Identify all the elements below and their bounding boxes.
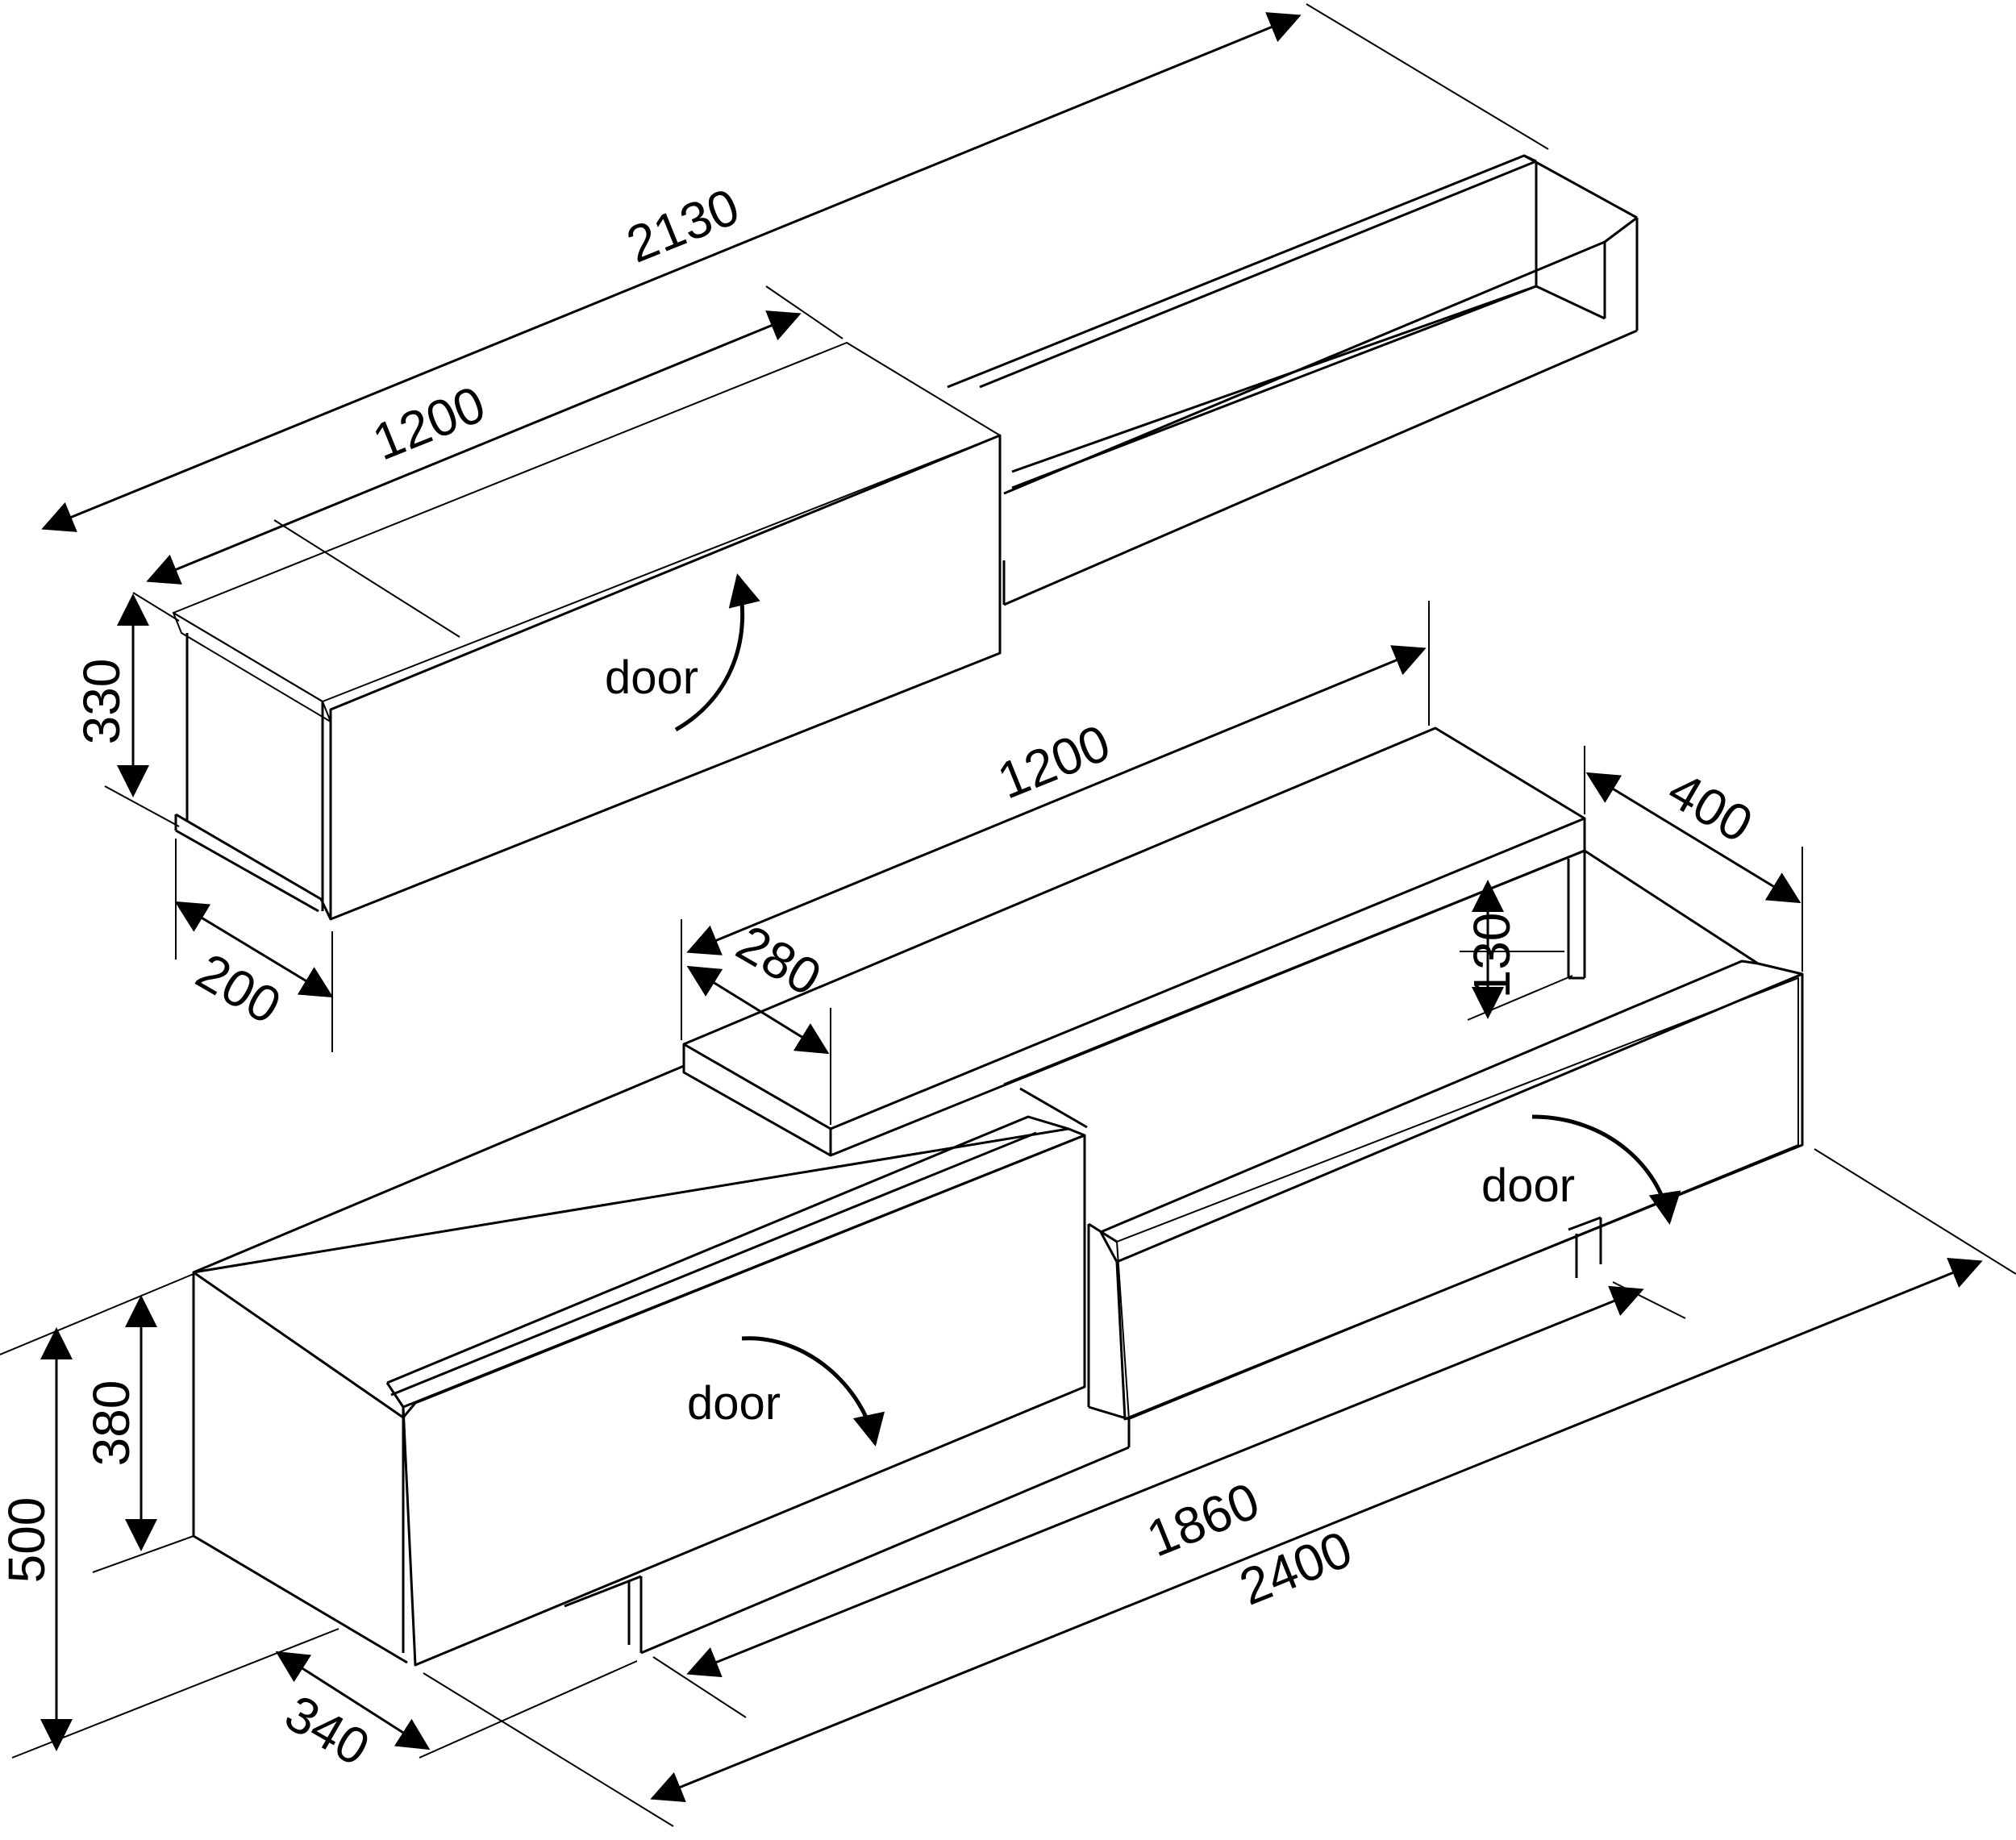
dim-top-shelf-width: 1200 xyxy=(989,714,1118,810)
dimension-lines xyxy=(0,3,2016,1827)
door-label-left-base: door xyxy=(687,1377,781,1430)
dim-wall-cabinet-height: 330 xyxy=(73,659,131,745)
dim-base-height-total: 500 xyxy=(0,1497,56,1584)
top-shelf xyxy=(682,726,1586,1157)
dim-base-height-inner: 380 xyxy=(82,1380,140,1467)
base-unit xyxy=(192,849,1804,1667)
door-label-wall-cabinet: door xyxy=(605,651,698,704)
dim-wall-cabinet-depth: 200 xyxy=(187,942,290,1035)
dim-wall-shelf-width: 2130 xyxy=(619,177,747,274)
dim-top-shelf-depth: 280 xyxy=(727,914,831,1007)
dim-base-depth: 340 xyxy=(276,1684,379,1777)
wall-shelf xyxy=(947,154,1639,606)
wall-cabinet xyxy=(173,342,1002,921)
dim-top-shelf-height: 130 xyxy=(1463,913,1521,999)
furniture-outlines xyxy=(173,154,1804,1667)
dim-total-width: 2400 xyxy=(1231,1520,1360,1617)
dim-right-box-depth: 400 xyxy=(1659,760,1762,854)
dimension-labels: 2130 1200 330 200 1200 280 130 400 380 5… xyxy=(0,177,1762,1777)
door-label-right-base: door xyxy=(1481,1159,1575,1212)
